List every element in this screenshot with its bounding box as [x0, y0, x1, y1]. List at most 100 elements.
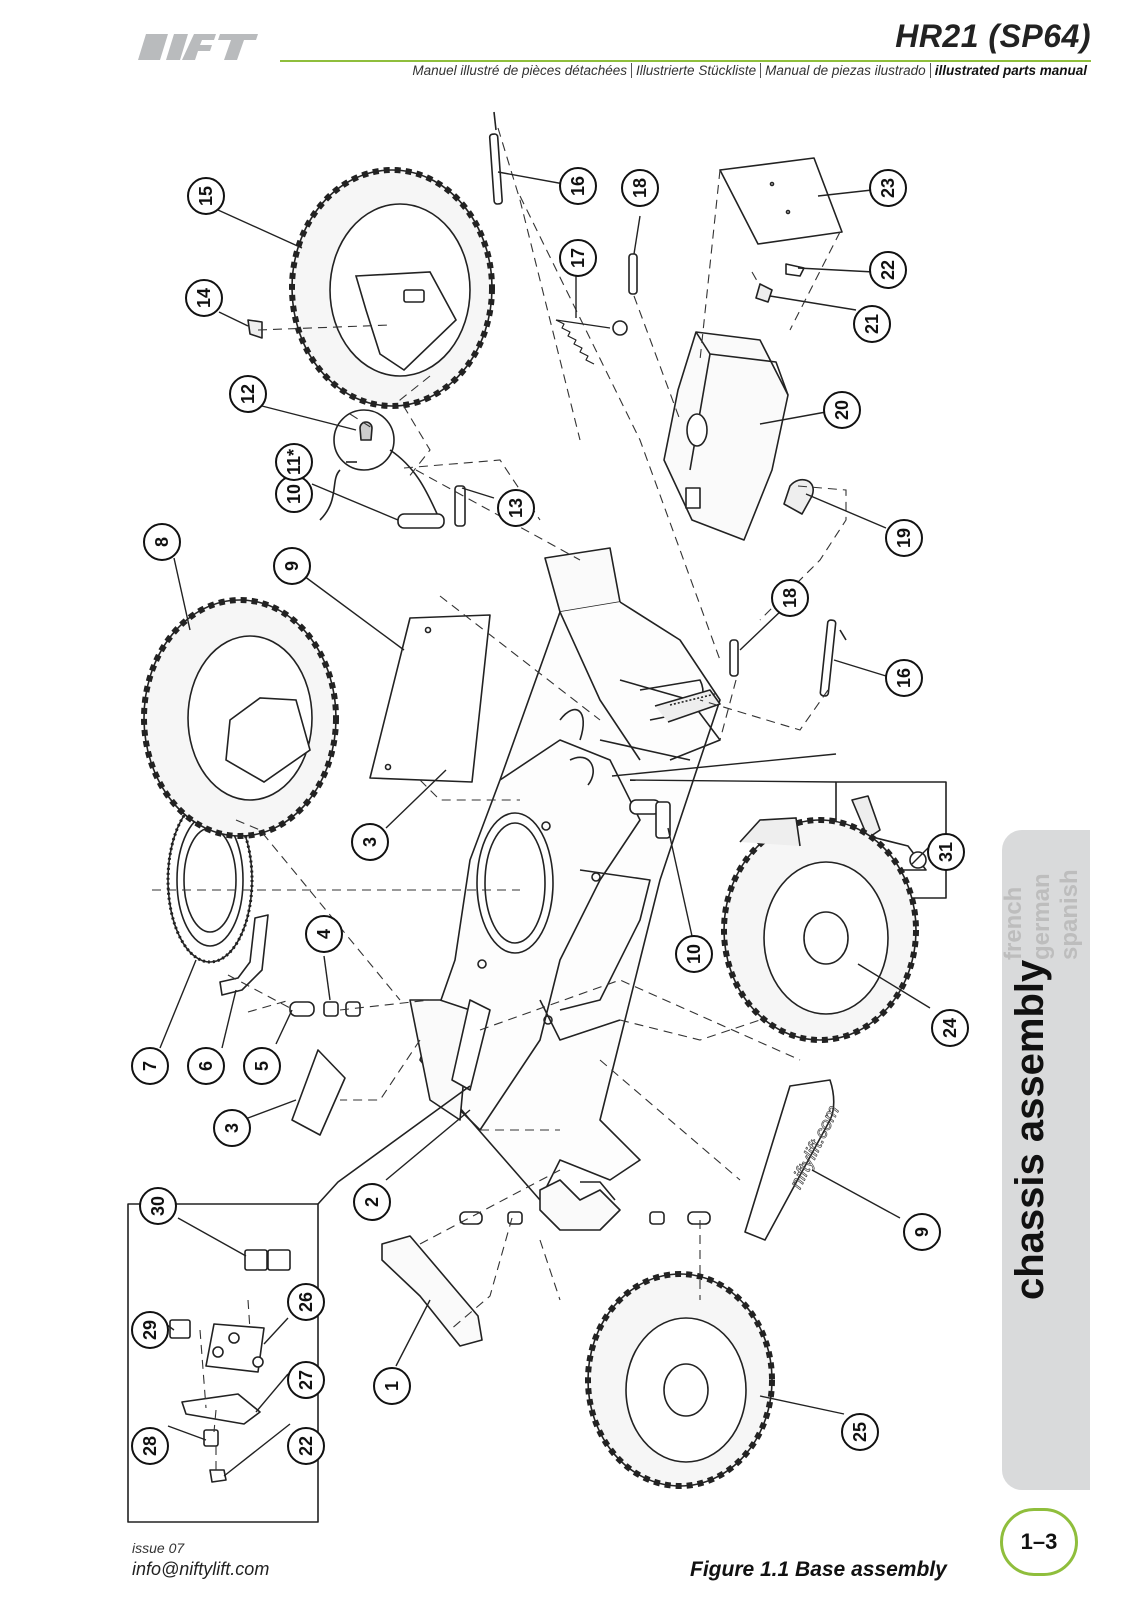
- callout-circle: [931, 1009, 969, 1047]
- callout-22: 22: [869, 251, 907, 289]
- callout-label: 12: [238, 384, 258, 404]
- callout-label: 11*: [284, 449, 304, 475]
- subtitle-german: Illustrierte Stückliste: [631, 63, 760, 78]
- callout-circle: [131, 1047, 169, 1085]
- contact-email: info@niftylift.com: [132, 1559, 270, 1579]
- wheel-24: [721, 817, 919, 1043]
- callout-label: 9: [912, 1227, 932, 1237]
- callout-1: 1: [373, 1367, 411, 1405]
- callout-circle: [927, 833, 965, 871]
- callout-label: 30: [148, 1196, 168, 1216]
- callout-10: 10: [275, 475, 313, 513]
- callout-14: 14: [185, 279, 223, 317]
- callout-19: 19: [885, 519, 923, 557]
- callout-circle: [305, 915, 343, 953]
- callout-label: 22: [296, 1436, 316, 1456]
- callout-circle: [243, 1047, 281, 1085]
- wheel-8: [141, 597, 339, 839]
- callout-circle: [187, 177, 225, 215]
- callout-circle: [885, 519, 923, 557]
- callout-5: 5: [243, 1047, 281, 1085]
- section-title: chassis assembly: [1008, 959, 1052, 1300]
- callout-circle: [771, 579, 809, 617]
- callout-circle: [131, 1427, 169, 1465]
- callout-23: 23: [869, 169, 907, 207]
- callout-3: 3: [351, 823, 389, 861]
- callout-label: 28: [140, 1436, 160, 1456]
- callout-circle: [885, 659, 923, 697]
- callout-circle: [497, 489, 535, 527]
- callout-circle: [373, 1367, 411, 1405]
- callout-circle: [287, 1427, 325, 1465]
- callout-circle: [131, 1311, 169, 1349]
- callout-label: 9: [282, 561, 302, 571]
- callout-circle: [275, 443, 313, 481]
- callout-11-star: 11*: [275, 443, 313, 481]
- callout-22: 22: [287, 1427, 325, 1465]
- callout-label: 20: [832, 400, 852, 420]
- callout-18: 18: [621, 169, 659, 207]
- callout-4: 4: [305, 915, 343, 953]
- callout-6: 6: [187, 1047, 225, 1085]
- callout-3: 3: [213, 1109, 251, 1147]
- callout-label: 3: [360, 837, 380, 847]
- callout-label: 31: [936, 842, 956, 862]
- callout-label: 5: [252, 1061, 272, 1071]
- header-rule: [280, 60, 1091, 62]
- callout-29: 29: [131, 1311, 169, 1349]
- callout-9: 9: [273, 547, 311, 585]
- callout-circle: [353, 1183, 391, 1221]
- callout-label: 25: [850, 1422, 870, 1442]
- callout-label: 16: [568, 176, 588, 196]
- callout-12: 12: [229, 375, 267, 413]
- callout-label: 15: [196, 186, 216, 206]
- callout-18: 18: [771, 579, 809, 617]
- callout-label: 26: [296, 1292, 316, 1312]
- callout-24: 24: [931, 1009, 969, 1047]
- callout-circle: [139, 1187, 177, 1225]
- callout-label: 27: [296, 1370, 316, 1390]
- callout-label: 10: [284, 484, 304, 504]
- callout-28: 28: [131, 1427, 169, 1465]
- manual-subtitle-bar: Manuel illustré de pièces détachées Illu…: [408, 63, 1091, 78]
- callout-circle: [621, 169, 659, 207]
- callout-label: 17: [568, 248, 588, 268]
- callout-label: 16: [894, 668, 914, 688]
- page-number: 1–3: [1000, 1508, 1078, 1576]
- callout-20: 20: [823, 391, 861, 429]
- callout-label: 14: [194, 288, 214, 308]
- callout-label: 1: [382, 1381, 402, 1391]
- callout-13: 13: [497, 489, 535, 527]
- callout-label: 7: [140, 1061, 160, 1071]
- callout-26: 26: [287, 1283, 325, 1321]
- callout-30: 30: [139, 1187, 177, 1225]
- callout-circle: [869, 251, 907, 289]
- callout-circle: [287, 1283, 325, 1321]
- base-assembly-diagram: niftylift.com: [127, 111, 969, 1523]
- callout-circle: [559, 167, 597, 205]
- callout-label: 23: [878, 178, 898, 198]
- callout-label: 3: [222, 1123, 242, 1133]
- callout-circle: [229, 375, 267, 413]
- callout-2: 2: [353, 1183, 391, 1221]
- callout-27: 27: [287, 1361, 325, 1399]
- wheel-25: [585, 1271, 775, 1489]
- callout-21: 21: [853, 305, 891, 343]
- callout-circle: [841, 1413, 879, 1451]
- callout-17: 17: [559, 239, 597, 277]
- callout-15: 15: [187, 177, 225, 215]
- callout-label: 29: [140, 1320, 160, 1340]
- callout-label: 18: [630, 178, 650, 198]
- callout-circle: [185, 279, 223, 317]
- subtitle-spanish: Manual de piezas ilustrado: [760, 63, 930, 78]
- chassis-frame-drawing: [419, 547, 721, 1201]
- callout-label: 6: [196, 1061, 216, 1071]
- callout-31: 31: [927, 833, 965, 871]
- callout-circle: [213, 1109, 251, 1147]
- subtitle-french: Manuel illustré de pièces détachées: [412, 63, 628, 78]
- callout-7: 7: [131, 1047, 169, 1085]
- model-title: HR21 (SP64): [895, 18, 1091, 54]
- callout-label: 4: [314, 929, 334, 939]
- callout-label: 8: [152, 537, 172, 547]
- nifty-lift-logo: [138, 34, 258, 60]
